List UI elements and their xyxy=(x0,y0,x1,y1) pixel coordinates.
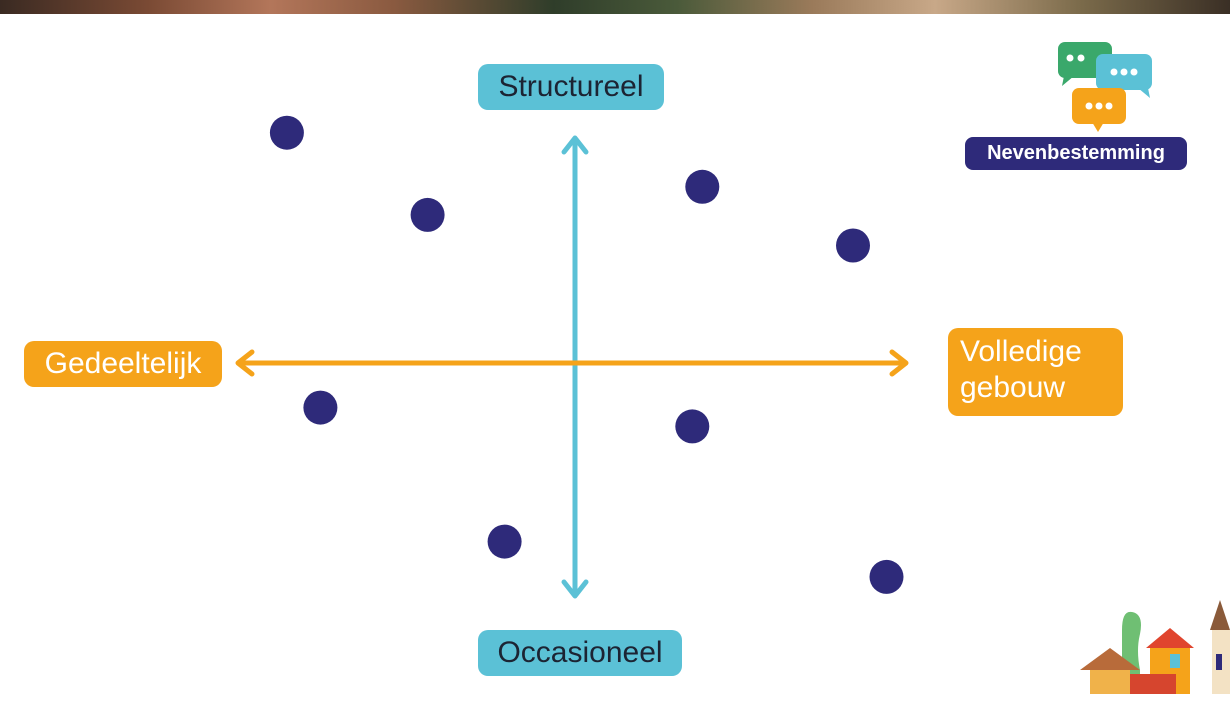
horizontal-axis-arrow-left xyxy=(235,349,255,377)
data-point-8 xyxy=(869,559,904,594)
data-point-6 xyxy=(675,409,710,444)
axis-label-volledige-gebouw: Volledige gebouw xyxy=(948,328,1123,416)
vertical-axis-arrow-top xyxy=(561,135,589,155)
axis-label-gedeeltelijk: Gedeeltelijk xyxy=(24,341,222,387)
data-point-4 xyxy=(836,228,870,263)
data-point-1 xyxy=(269,115,304,150)
data-point-7 xyxy=(487,524,522,559)
data-point-2 xyxy=(410,197,445,232)
axis-label-occasioneel: Occasioneel xyxy=(478,630,682,676)
data-point-3 xyxy=(685,169,720,204)
scatter-points xyxy=(269,115,904,594)
data-point-5 xyxy=(303,390,338,425)
village-illustration xyxy=(1080,600,1230,694)
logo-badge: Nevenbestemming xyxy=(965,137,1187,170)
axis-label-structureel: Structureel xyxy=(478,64,664,110)
vertical-axis-arrow-bottom xyxy=(561,579,589,599)
horizontal-axis-arrow-right xyxy=(889,349,909,377)
speech-bubbles-icon xyxy=(1058,42,1152,132)
background-photo-strip xyxy=(0,0,1230,14)
